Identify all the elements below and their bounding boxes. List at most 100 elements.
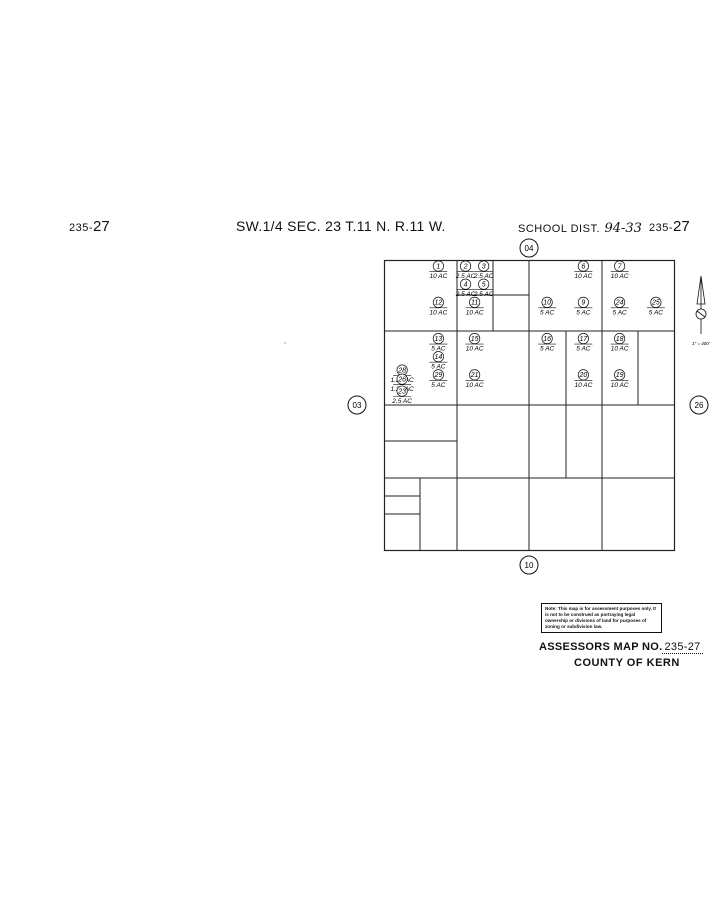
parcel-14: 14 5 AC [429,351,448,371]
parcel-acreage: 10 AC [466,346,484,353]
adjacent-map-east-label: 26 [695,401,704,410]
parcel-number: 23 [397,389,406,396]
school-district-label: SCHOOL DIST. [518,223,600,235]
parcel-number: 1 [436,263,440,270]
parcel-number: 21 [470,372,479,379]
parcel-acreage: 10 AC [466,309,484,316]
parcel-acreage: 10 AC [611,346,629,353]
parcel-number: 15 [471,336,479,343]
parcel-number: 2 [463,263,468,270]
parcel-acreage: 2.5 AC [455,273,476,280]
parcel-number: 17 [579,336,588,343]
parcel-17: 17 5 AC [574,333,593,353]
school-district-value: 94-33 [604,221,642,236]
parcel-acreage: 5 AC [540,346,555,353]
parcel-4: 4 2.5 AC [455,278,476,298]
parcel-number-circle [469,296,481,308]
parcel-lines [383,259,676,552]
parcel-19: 19 10 AC [610,369,629,389]
parcel-acreage: 5 AC [576,346,591,353]
adjacent-map-markers: 04 10 03 26 [347,238,709,575]
parcel-number: 5 [482,282,486,289]
parcel-number: 24 [615,300,624,307]
parcel-acreage: 10 AC [429,273,447,280]
map-id-left-number: 27 [93,218,110,235]
parcel-number-circle [650,296,662,308]
parcel-18: 18 10 AC [610,333,629,353]
parcel-number: 9 [581,300,585,307]
parcel-acreage: 5 AC [649,309,664,316]
parcel-number: 18 [616,336,624,343]
parcel-24: 245 AC [610,296,629,316]
assessors-map-value: 235-27 [662,641,703,654]
parcel-number: 4 [464,282,468,289]
parcel-10: 105 AC [538,296,557,316]
parcel-number-circle [478,260,490,272]
parcel-13: 13 5 AC [429,333,448,353]
parcel-number-circle [478,278,490,290]
parcel-acreage: 10 AC [466,382,484,389]
speck [284,342,286,344]
parcel-acreage: 5 AC [431,346,446,353]
parcel-acreage: 2.5 AC [473,273,494,280]
parcel-number-circle [614,333,626,345]
assessors-map-label: ASSESSORS MAP NO. [539,641,663,653]
parcel-number-circle [614,260,626,272]
scale-label: 1" = 400' [692,341,710,346]
parcel-number-circle [469,369,481,381]
parcel-number-circle [469,333,481,345]
parcel-number: 7 [618,263,623,270]
parcel-29: 29 5 AC [429,369,448,389]
parcel-number-circle [577,333,589,345]
parcel-number-circle [577,369,589,381]
parcel-9: 9 5 AC [574,296,593,316]
parcel-number-circle [460,260,472,272]
parcel-3: 32.5 AC [473,260,494,280]
parcel-6: 610 AC [574,260,593,280]
adjacent-map-north-label: 04 [525,244,534,253]
parcel-number-circle [614,369,626,381]
parcel-25: 25 5 AC [646,296,665,316]
map-id-left-prefix: 235- [69,222,94,234]
parcel-number-circle [577,260,589,272]
parcel-acreage: 2.5 AC [473,291,494,298]
parcel-7: 7 10 AC [610,260,629,280]
parcel-16: 165 AC [538,333,557,353]
parcel-number: 14 [434,354,442,361]
parcel-number-circle [577,296,589,308]
parcel-acreage: 10 AC [574,273,592,280]
map-id-right-number: 27 [673,218,690,235]
adjacent-map-west: 03 [347,395,367,415]
map-id-right-prefix: 235- [649,222,674,234]
parcel-acreage: 10 AC [611,382,629,389]
parcel-number-circle [541,296,553,308]
parcel-number-circle [396,373,408,385]
parcel-number: 19 [616,372,624,379]
parcel-number-circle [460,278,472,290]
parcel-number-circle [432,333,444,345]
parcel-acreage: 2.5 AC [455,291,476,298]
adjacent-map-east: 26 [689,395,709,415]
parcel-acreage: 5 AC [431,382,446,389]
parcel-1: 1 10 AC [429,260,448,280]
adjacent-map-south: 10 [519,555,539,575]
map-id-right: 235-27 [649,218,690,236]
parcel-number-circle [432,369,444,381]
parcel-number-circle [541,333,553,345]
parcel-acreage: 5 AC [576,309,591,316]
parcel-number: 25 [651,300,660,307]
parcel-number: 20 [578,372,587,379]
parcel-23: 232.5 AC [391,385,412,405]
parcel-acreage: 10 AC [611,273,629,280]
parcel-5: 5 2.5 AC [473,278,494,298]
section-title: SW.1/4 SEC. 23 T.11 N. R.11 W. [236,218,446,234]
school-district: SCHOOL DIST. 94-33 [518,219,642,237]
parcel-number-circle [396,385,408,397]
parcel-number: 29 [433,372,442,379]
parcel-acreage: 5 AC [431,364,446,371]
parcel-number: 13 [434,336,442,343]
adjacent-map-north: 04 [519,238,539,258]
